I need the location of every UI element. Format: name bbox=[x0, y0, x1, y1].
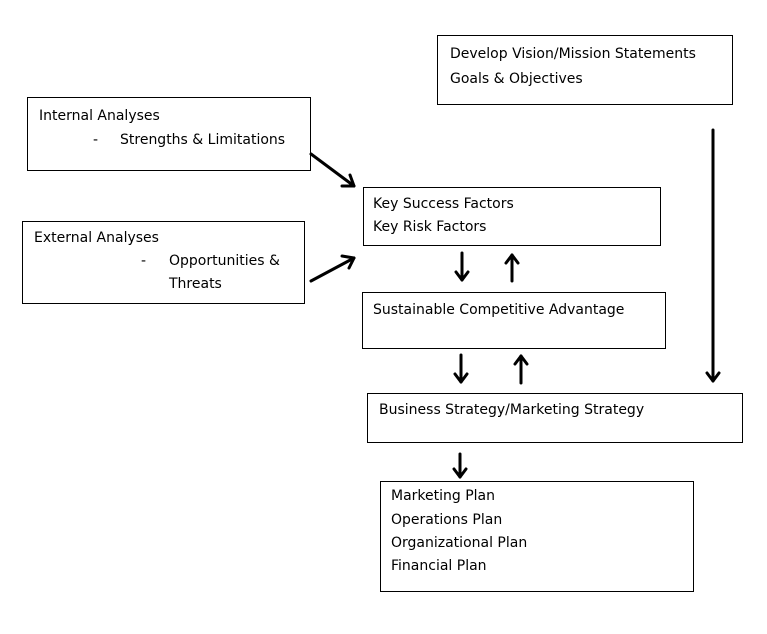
competitive-advantage-box: Sustainable Competitive Advantage bbox=[362, 292, 666, 349]
strategy-to-advantage-arrow bbox=[513, 354, 529, 385]
plans-box: Marketing Plan Operations Plan Organizat… bbox=[380, 481, 694, 592]
business-strategy-box: Business Strategy/Marketing Strategy bbox=[367, 393, 743, 443]
external-analyses-box: External Analyses - Opportunities & Thre… bbox=[22, 221, 305, 304]
advantage-to-strategy-arrow bbox=[453, 353, 469, 384]
opportunities-item: Opportunities & bbox=[169, 253, 280, 269]
factors-to-advantage-arrow bbox=[454, 251, 470, 282]
financial-plan-item: Financial Plan bbox=[391, 558, 487, 574]
marketing-plan-item: Marketing Plan bbox=[391, 488, 496, 504]
operations-plan-item: Operations Plan bbox=[391, 512, 503, 528]
strategy-to-plans-arrow bbox=[452, 452, 468, 479]
internal-analyses-title: Internal Analyses bbox=[39, 108, 160, 124]
advantage-to-factors-arrow bbox=[504, 253, 520, 283]
business-strategy-label: Business Strategy/Marketing Strategy bbox=[379, 402, 645, 418]
internal-bullet-dash: - bbox=[93, 132, 99, 148]
goals-objectives-label: Goals & Objectives bbox=[450, 71, 583, 87]
vision-mission-box: Develop Vision/Mission Statements Goals … bbox=[437, 35, 733, 105]
vision-mission-label: Develop Vision/Mission Statements bbox=[450, 46, 696, 62]
internal-analyses-box: Internal Analyses - Strengths & Limitati… bbox=[27, 97, 311, 171]
external-to-factors-arrow bbox=[309, 254, 356, 283]
key-factors-box: Key Success Factors Key Risk Factors bbox=[363, 187, 661, 246]
strengths-limitations-item: Strengths & Limitations bbox=[120, 132, 286, 148]
vision-to-strategy-arrow bbox=[705, 128, 721, 383]
key-success-factors-label: Key Success Factors bbox=[373, 196, 514, 212]
external-analyses-title: External Analyses bbox=[34, 230, 159, 246]
organizational-plan-item: Organizational Plan bbox=[391, 535, 528, 551]
key-risk-factors-label: Key Risk Factors bbox=[373, 219, 487, 235]
threats-item: Threats bbox=[169, 276, 222, 292]
internal-to-factors-arrow bbox=[309, 152, 356, 188]
external-bullet-dash: - bbox=[141, 253, 147, 269]
competitive-advantage-label: Sustainable Competitive Advantage bbox=[373, 302, 625, 318]
